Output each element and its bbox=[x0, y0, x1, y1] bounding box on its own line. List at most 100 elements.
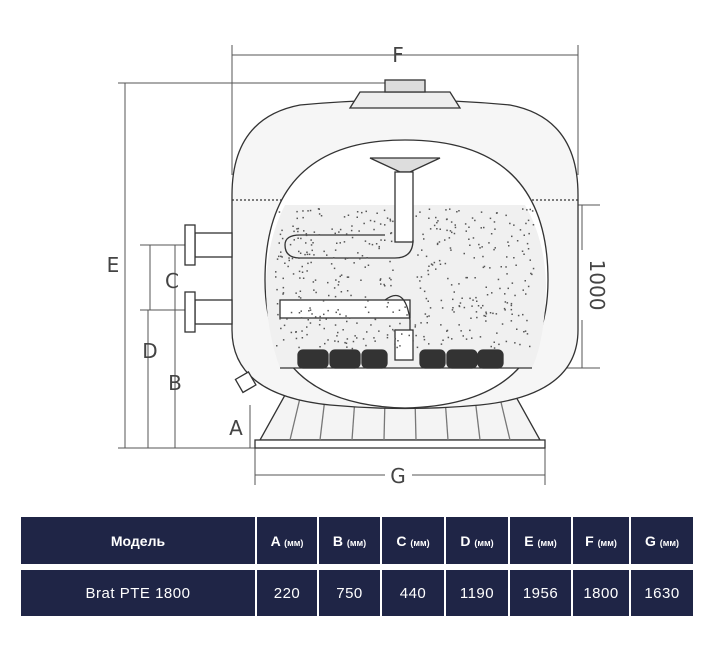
sand-speck bbox=[440, 324, 442, 326]
sand-speck bbox=[296, 217, 298, 220]
sand-speck bbox=[379, 279, 381, 281]
sand-speck bbox=[475, 311, 478, 313]
sand-speck bbox=[474, 277, 476, 279]
sand-speck bbox=[501, 323, 504, 325]
sand-speck bbox=[276, 303, 279, 305]
sand-speck bbox=[281, 229, 283, 232]
sand-speck bbox=[301, 337, 304, 339]
sand-speck bbox=[275, 271, 277, 273]
sand-speck bbox=[299, 277, 301, 279]
sand-speck bbox=[527, 248, 530, 250]
sand-speck bbox=[313, 289, 315, 291]
sand-speck bbox=[450, 221, 453, 223]
sand-speck bbox=[447, 277, 449, 280]
sand-speck bbox=[428, 208, 431, 210]
sand-speck bbox=[358, 230, 360, 232]
sand-speck bbox=[383, 283, 385, 286]
sand-speck bbox=[394, 338, 396, 340]
sand-speck bbox=[458, 324, 460, 326]
sand-speck bbox=[433, 261, 436, 264]
sand-speck bbox=[336, 335, 338, 337]
sand-speck bbox=[480, 211, 483, 213]
sand-speck bbox=[363, 222, 365, 225]
header-C: C (мм) bbox=[382, 517, 444, 564]
sand-speck bbox=[511, 282, 514, 284]
sand-speck bbox=[301, 265, 303, 268]
sand-speck bbox=[494, 228, 496, 230]
sand-speck bbox=[392, 269, 394, 271]
sand-speck bbox=[338, 231, 340, 233]
sand-speck bbox=[347, 214, 350, 216]
sand-speck bbox=[481, 246, 483, 248]
sand-speck bbox=[469, 297, 471, 300]
sand-speck bbox=[524, 330, 527, 332]
sand-speck bbox=[447, 336, 450, 339]
sand-speck bbox=[365, 210, 367, 213]
sand-speck bbox=[519, 343, 521, 346]
header-A: A (мм) bbox=[257, 517, 317, 564]
sand-speck bbox=[394, 329, 397, 331]
cell-E: 1956 bbox=[510, 570, 571, 616]
sand-speck bbox=[296, 210, 298, 213]
sand-speck bbox=[320, 215, 323, 217]
sand-speck bbox=[337, 309, 339, 311]
sand-speck bbox=[495, 313, 498, 315]
sand-speck bbox=[368, 243, 371, 245]
sand-speck bbox=[301, 271, 304, 273]
sand-speck bbox=[439, 263, 442, 265]
sand-speck bbox=[493, 347, 496, 349]
sand-speck bbox=[351, 236, 354, 239]
sand-speck bbox=[344, 341, 346, 344]
sand-speck bbox=[430, 263, 433, 265]
label-bed-height: 1000 bbox=[585, 260, 609, 311]
sand-speck bbox=[438, 241, 441, 243]
sand-speck bbox=[346, 320, 348, 323]
sand-speck bbox=[364, 240, 367, 242]
sand-speck bbox=[468, 238, 470, 240]
sand-speck bbox=[306, 253, 309, 256]
sand-speck bbox=[516, 240, 519, 242]
sand-speck bbox=[337, 331, 339, 334]
sand-speck bbox=[509, 222, 511, 225]
sand-speck bbox=[444, 262, 447, 265]
sand-speck bbox=[423, 335, 425, 338]
sand-speck bbox=[319, 346, 321, 348]
sand-speck bbox=[513, 257, 515, 259]
sand-speck bbox=[482, 304, 484, 307]
sand-speck bbox=[531, 273, 533, 276]
sand-speck bbox=[504, 309, 506, 311]
sand-speck bbox=[275, 276, 277, 278]
sand-speck bbox=[460, 330, 462, 332]
sand-speck bbox=[369, 219, 372, 222]
sand-speck bbox=[370, 324, 372, 326]
sand-speck bbox=[408, 334, 410, 337]
sand-speck bbox=[312, 281, 315, 283]
sand-speck bbox=[346, 257, 349, 259]
sand-speck bbox=[516, 328, 518, 330]
sand-speck bbox=[313, 254, 315, 256]
sand-speck bbox=[346, 346, 348, 348]
sand-speck bbox=[510, 320, 513, 322]
sand-speck bbox=[323, 327, 325, 330]
sand-speck bbox=[458, 283, 460, 285]
sand-speck bbox=[506, 302, 509, 304]
sand-speck bbox=[323, 313, 325, 316]
sand-speck bbox=[503, 307, 506, 310]
sand-speck bbox=[291, 257, 294, 260]
header-G: G (мм) bbox=[631, 517, 693, 564]
sand-speck bbox=[438, 259, 441, 262]
sand-speck bbox=[480, 227, 482, 229]
sand-speck bbox=[529, 345, 531, 348]
sand-speck bbox=[335, 279, 337, 281]
sand-speck bbox=[357, 252, 359, 254]
sand-speck bbox=[436, 243, 439, 246]
sand-speck bbox=[276, 258, 279, 260]
sand-speck bbox=[309, 322, 312, 324]
sand-speck bbox=[422, 233, 424, 236]
sand-speck bbox=[465, 338, 468, 340]
sand-speck bbox=[380, 283, 382, 285]
sand-speck bbox=[326, 254, 328, 256]
sand-speck bbox=[530, 272, 532, 275]
sand-speck bbox=[506, 256, 508, 258]
sand-speck bbox=[450, 249, 452, 251]
